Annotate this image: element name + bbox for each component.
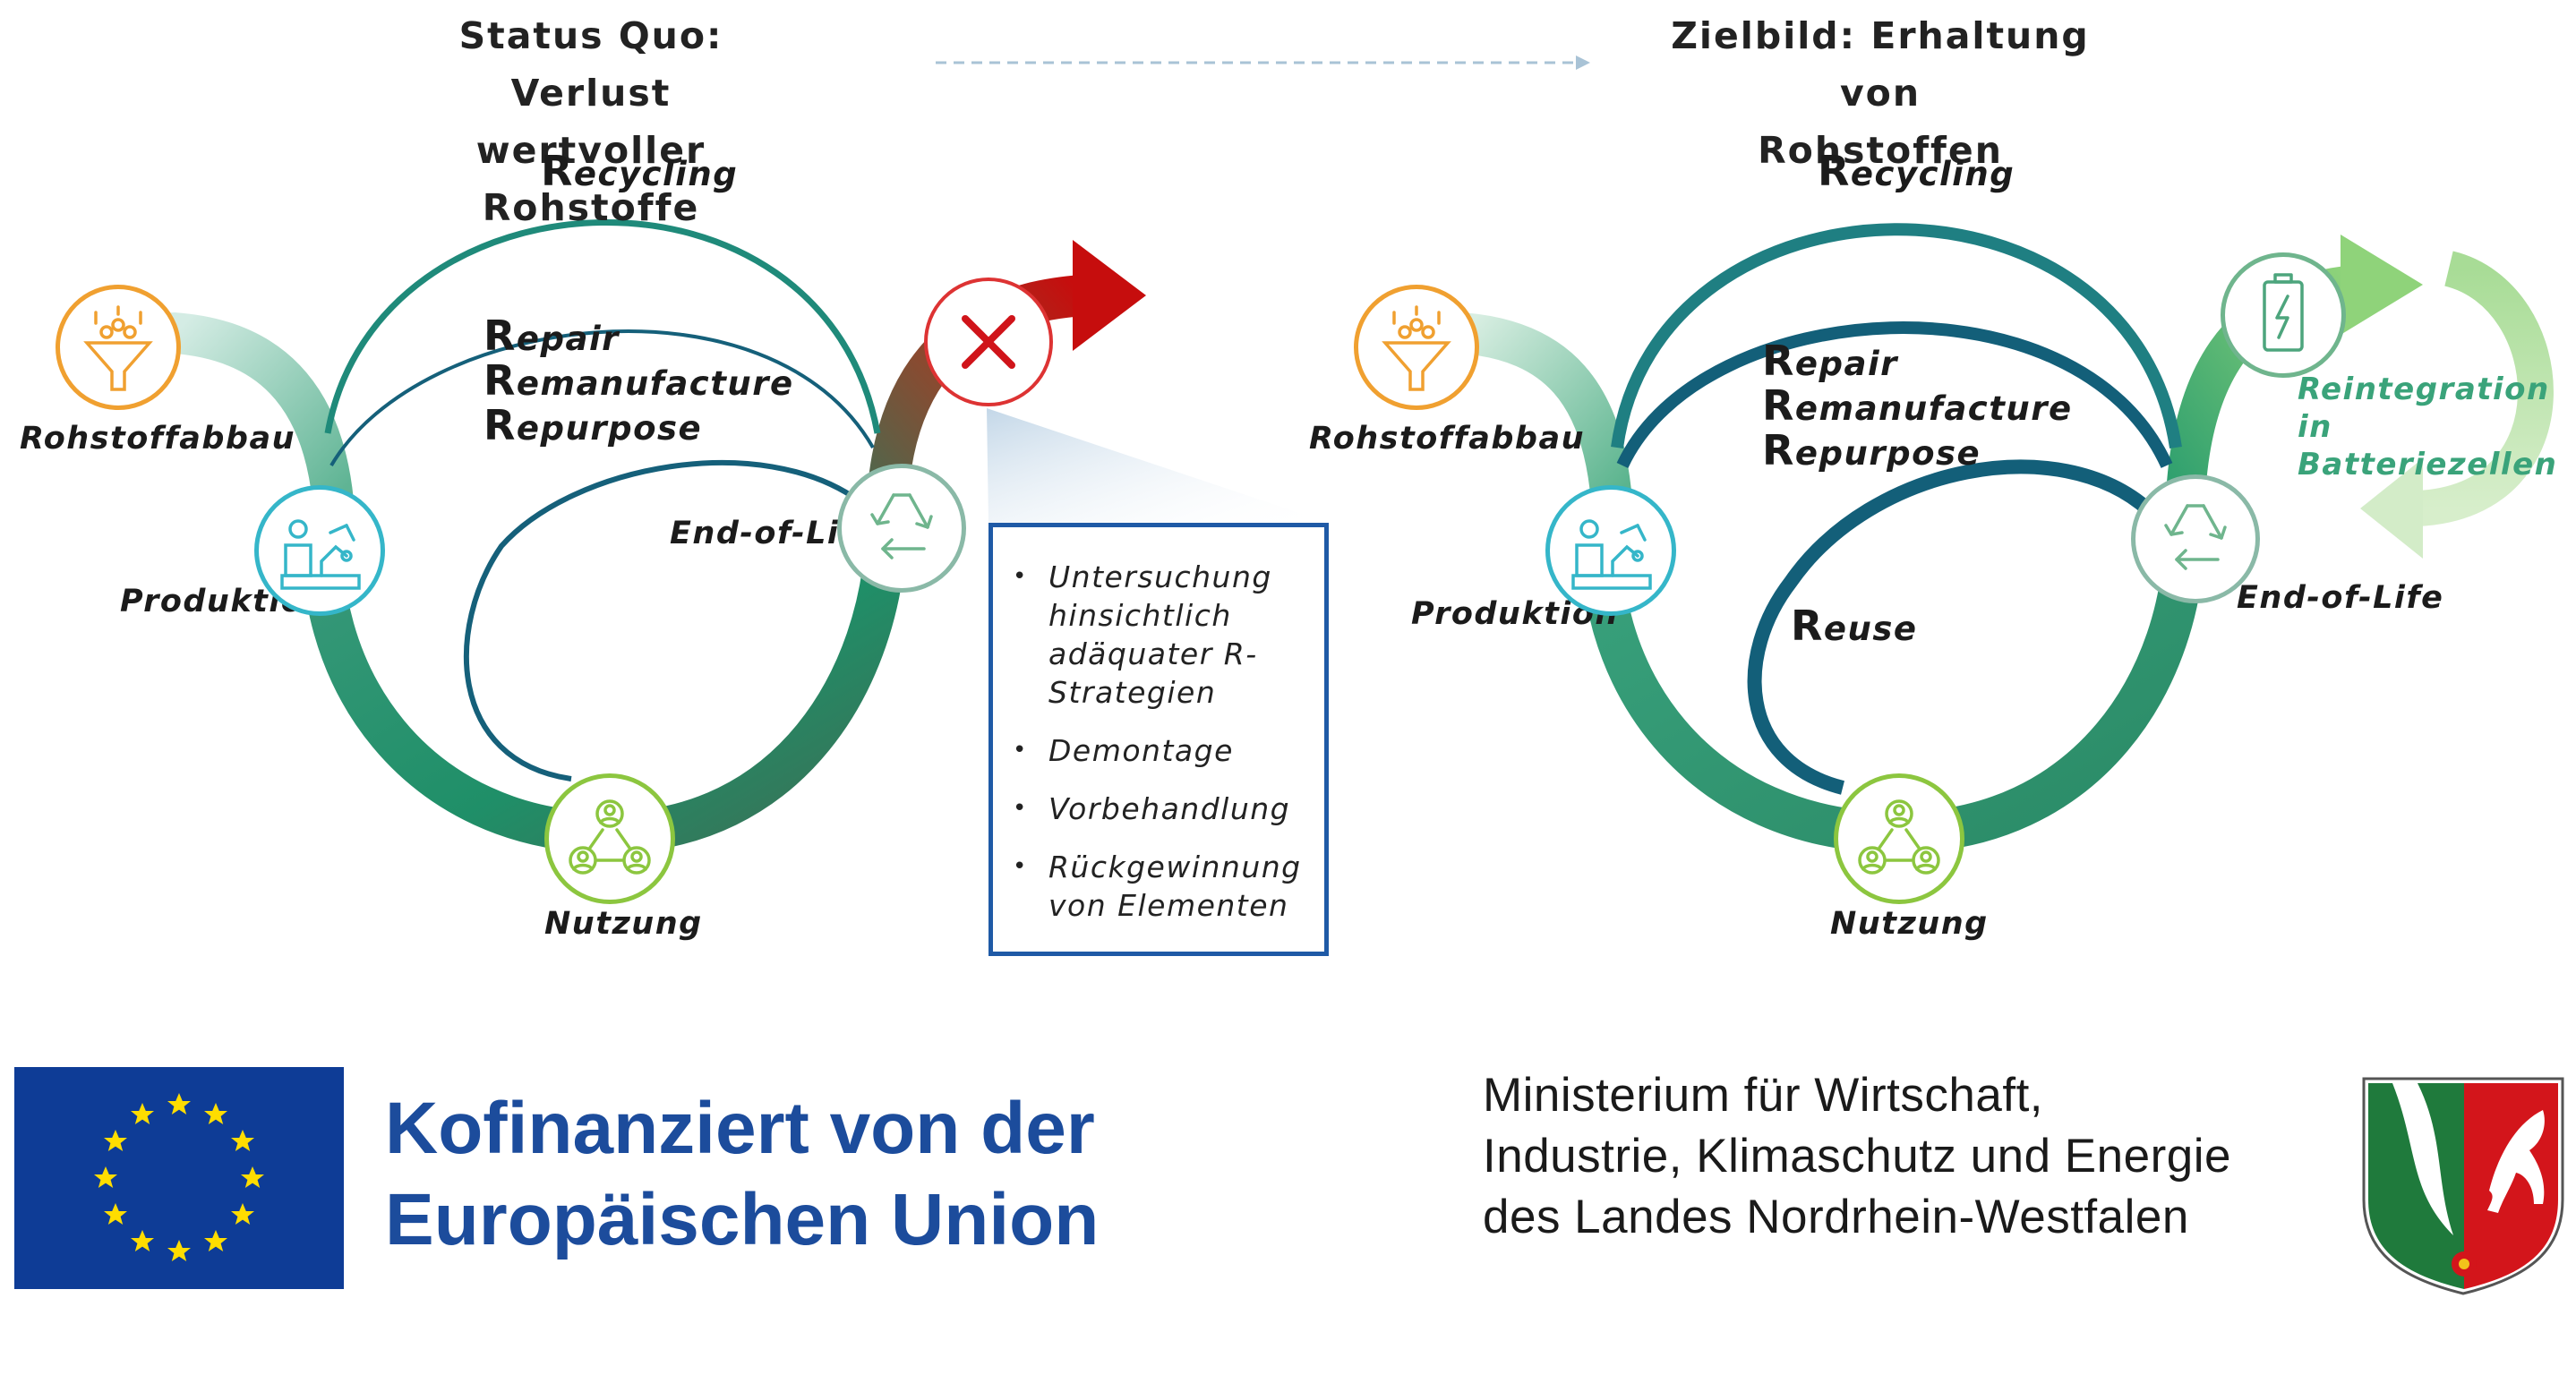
eu-star-icon: [167, 1093, 191, 1114]
info-item-untersuchung: Untersuchung hinsichtlich adäquater R-St…: [1013, 558, 1306, 712]
ministry-line3: des Landes Nordrhein-Westfalen: [1483, 1191, 2189, 1243]
right-title: Zielbild: Erhaltung von Rohstoffen: [1665, 7, 2095, 179]
eu-star-icon: [231, 1130, 254, 1151]
ministry-line2: Industrie, Klimaschutz und Energie: [1483, 1130, 2231, 1183]
right-reuse-label: Reuse: [1791, 602, 1918, 650]
ministry-line1: Ministerium für Wirtschaft,: [1483, 1069, 2044, 1122]
left-produktion-node: [254, 485, 385, 616]
info-item-vorbehandlung: Vorbehandlung: [1013, 790, 1306, 828]
left-nutzung-node: [544, 773, 675, 904]
left-title-line2: wertvoller Rohstoffe: [475, 129, 706, 229]
eu-star-icon: [204, 1230, 227, 1251]
left-r-strategies: Repair Remanufacture Repurpose: [484, 315, 794, 449]
info-item-demontage: Demontage: [1013, 731, 1306, 770]
eu-funding-text: Kofinanziert von der Europäischen Union: [385, 1083, 1099, 1266]
recycle-icon: [2164, 504, 2227, 570]
eu-star-icon: [104, 1203, 127, 1225]
ministry-text: Ministerium für Wirtschaft, Industrie, K…: [1483, 1065, 2231, 1248]
right-nutzung-label: Nutzung: [1830, 906, 1989, 942]
right-repair-arc: [1616, 321, 2173, 468]
left-title: Status Quo: Verlust wertvoller Rohstoffe: [385, 7, 797, 236]
right-end-of-life-node: [2131, 474, 2260, 603]
right-rohstoffabbau-label: Rohstoffabbau: [1309, 421, 1585, 457]
funnel-icon: [1382, 305, 1451, 391]
right-reintegration-line1: Reintegration in: [2298, 371, 2550, 445]
eu-star-icon: [131, 1103, 154, 1124]
right-feed-band: [1441, 312, 1632, 522]
nrw-coat-of-arms-icon: [2362, 1077, 2564, 1295]
eu-flag-stars: [94, 1093, 264, 1261]
panel-connector-arrowhead: [1576, 56, 1590, 70]
users-network-icon: [1858, 799, 1940, 875]
right-battery-node: [2221, 252, 2346, 378]
left-info-wedge: [987, 408, 1329, 523]
info-box: Untersuchung hinsichtlich adäquater R-St…: [988, 523, 1329, 956]
left-inner-arc: [463, 459, 861, 781]
factory-worker-icon: [280, 519, 361, 590]
right-title-line1: Zielbild: Erhaltung von: [1671, 14, 2090, 115]
right-nutzung-node: [1834, 773, 1964, 904]
right-recycling-label: Recycling: [1818, 147, 2015, 195]
left-feed-band: [154, 312, 354, 522]
info-item-rueckgewinnung: Rückgewinnung von Elementen: [1013, 848, 1306, 925]
eu-star-icon: [231, 1203, 254, 1225]
left-end-of-life-node: [837, 464, 966, 593]
factory-worker-icon: [1571, 519, 1652, 590]
left-recycling-label: Recycling: [541, 147, 739, 195]
right-reintegration-line2: Batteriezellen: [2298, 447, 2558, 483]
loss-x-node: [924, 278, 1053, 406]
eu-star-icon: [204, 1103, 227, 1124]
users-network-icon: [569, 799, 651, 875]
left-repair-label: Repair: [484, 312, 620, 360]
x-close-icon: [962, 315, 1015, 369]
eu-star-icon: [131, 1230, 154, 1251]
right-reintegration-arrowhead: [2341, 235, 2423, 335]
right-repair-label: Repair: [1762, 337, 1898, 385]
left-rohstoffabbau-node: [56, 285, 181, 410]
left-title-line1: Status Quo: Verlust: [458, 14, 723, 115]
eu-funding-line2: Europäischen Union: [385, 1179, 1100, 1260]
info-list: Untersuchung hinsichtlich adäquater R-St…: [993, 527, 1324, 925]
right-produktion-node: [1545, 485, 1676, 616]
right-reuse-arc: [1747, 459, 2154, 795]
eu-funding-line1: Kofinanziert von der: [385, 1088, 1095, 1169]
right-recycling-arc: [1611, 223, 2182, 449]
right-cycle-arc: [2416, 251, 2554, 526]
left-recycling-arc: [324, 219, 881, 434]
recycle-icon: [870, 493, 933, 559]
right-reintegration-label: Reintegration in Batteriezellen: [2298, 371, 2576, 483]
right-remanufacture-label: Remanufacture: [1762, 381, 2073, 430]
battery-icon: [2263, 273, 2304, 352]
funnel-icon: [83, 305, 153, 391]
left-loss-arrowhead: [1073, 240, 1146, 351]
left-remanufacture-label: Remanufacture: [484, 356, 794, 405]
right-repurpose-label: Repurpose: [1762, 426, 1981, 474]
eu-star-icon: [241, 1166, 264, 1188]
left-nutzung-label: Nutzung: [544, 906, 703, 942]
right-cycle-arrowhead: [2360, 458, 2423, 559]
left-repurpose-label: Repurpose: [484, 401, 703, 449]
right-r-strategies: Repair Remanufacture Repurpose: [1762, 340, 2073, 474]
eu-star-icon: [94, 1166, 117, 1188]
eu-star-icon: [104, 1130, 127, 1151]
right-rohstoffabbau-node: [1354, 285, 1479, 410]
left-repair-arc: [329, 329, 875, 467]
left-rohstoffabbau-label: Rohstoffabbau: [20, 421, 295, 457]
eu-star-icon: [167, 1240, 191, 1261]
right-end-of-life-label: End-of-Life: [2237, 580, 2444, 616]
right-title-line2: Rohstoffen: [1758, 129, 2003, 172]
